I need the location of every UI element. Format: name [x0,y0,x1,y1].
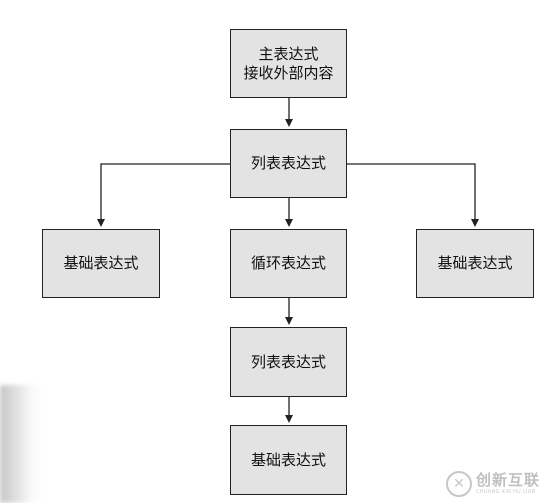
node-receive-external: 主表达式 接收外部内容 [230,29,347,98]
node-receive-external-line1: 主表达式 [258,44,319,63]
node-list-expr-1-label: 列表表达式 [250,154,326,172]
node-basic-expr-left: 基础表达式 [42,229,160,298]
watermark: ✕ 创新互联 CHUANG XIN HU LIAN [445,471,540,497]
edge-list-to-basic-right [347,163,479,227]
node-basic-expr-right: 基础表达式 [416,229,534,298]
watermark-name: 创新互联 [475,471,540,489]
node-loop-expr: 循环表达式 [230,229,347,298]
node-list-expr-2: 列表表达式 [230,327,347,397]
edge-list-to-basic-left [97,163,230,227]
node-basic-expr-right-label: 基础表达式 [437,254,513,272]
node-list-expr-1: 列表表达式 [230,129,347,198]
watermark-logo-icon: ✕ [445,471,472,497]
scan-smudge [0,385,44,503]
node-basic-expr-left-label: 基础表达式 [63,254,139,272]
node-receive-external-line2: 接收外部内容 [243,63,334,82]
watermark-text: 创新互联 CHUANG XIN HU LIAN [476,473,540,495]
watermark-url: CHUANG XIN HU LIAN [475,489,536,495]
watermark-logo-glyph: ✕ [453,476,465,492]
node-loop-expr-label: 循环表达式 [250,254,326,272]
node-list-expr-2-label: 列表表达式 [250,352,326,371]
node-basic-expr-bottom-label: 基础表达式 [250,450,326,469]
node-basic-expr-bottom: 基础表达式 [230,425,347,495]
